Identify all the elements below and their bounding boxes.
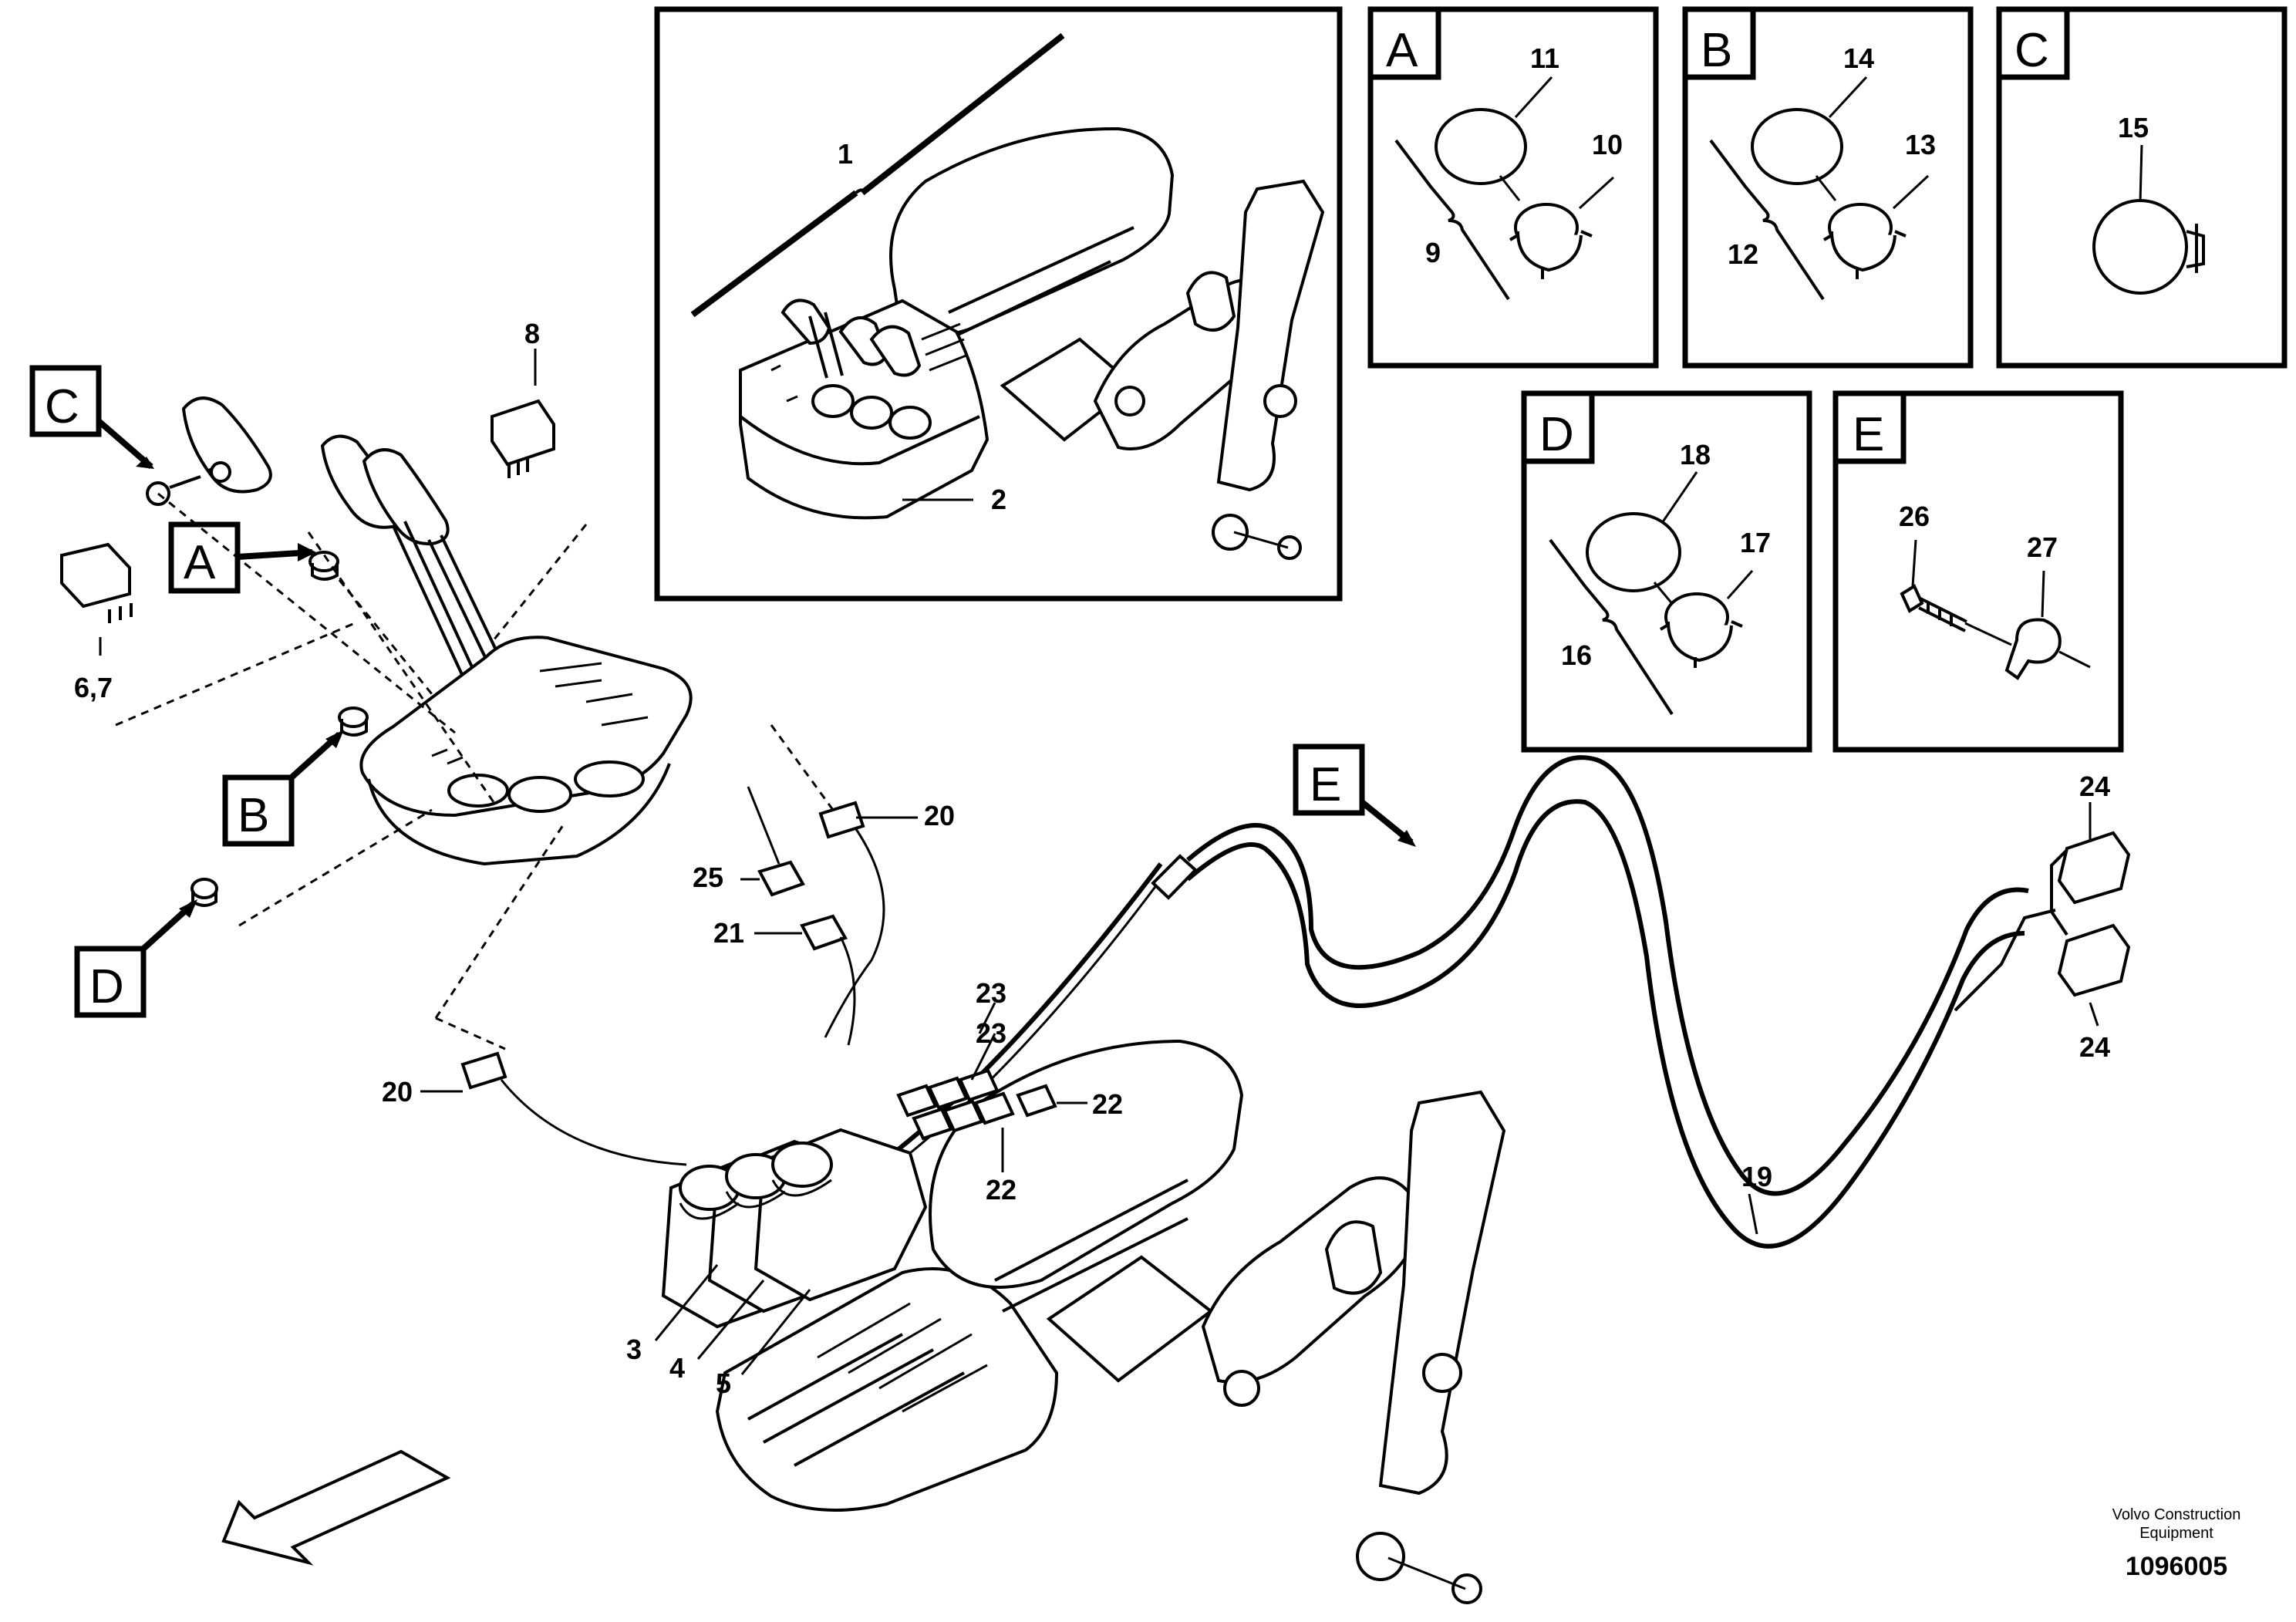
detail-b: B 14 13 12 (1682, 6, 1974, 369)
callout-22-bottom: 22 (986, 1174, 1017, 1206)
svg-text:D: D (89, 960, 124, 1013)
callout-6-7: 6,7 (74, 672, 113, 703)
callout-24-top: 24 (2079, 771, 2110, 802)
credit-line-2: Equipment (2139, 1525, 2213, 1542)
detail-letter-e: E (1853, 408, 1884, 461)
callout-19: 19 (1741, 1161, 1772, 1192)
callout-4: 4 (669, 1352, 685, 1384)
detail-letter-b: B (1701, 24, 1732, 77)
callout-25: 25 (693, 862, 723, 893)
svg-text:A: A (184, 536, 216, 589)
detail-e: E 26 27 (1832, 390, 2124, 753)
detail-letter-c: C (2014, 24, 2049, 77)
drawing-number: 1096005 (2126, 1552, 2227, 1581)
svg-text:B: B (238, 789, 269, 842)
svg-text:E: E (1310, 758, 1341, 811)
callout-16: 16 (1561, 639, 1592, 671)
callout-3: 3 (626, 1334, 642, 1365)
detail-a: A 11 10 9 (1367, 6, 1659, 369)
detail-c: C 15 (1996, 6, 2288, 369)
callout-24-bottom: 24 (2079, 1031, 2110, 1063)
callout-17: 17 (1740, 527, 1771, 558)
callout-21: 21 (713, 917, 744, 949)
callout-23-bottom: 23 (976, 1017, 1006, 1049)
exploded-view: C A B D 8 6,7 (29, 318, 2131, 1604)
callout-8: 8 (524, 318, 540, 349)
callout-22-right: 22 (1092, 1088, 1123, 1120)
label-box-e (1293, 744, 1365, 816)
callout-1: 1 (838, 138, 853, 170)
detail-d: D 18 17 16 (1521, 390, 1812, 753)
label-box-d (74, 946, 147, 1018)
callout-12: 12 (1728, 238, 1758, 270)
detail-letter-a: A (1386, 24, 1418, 77)
inset-overview: 2 1 (654, 6, 1343, 602)
callout-13: 13 (1905, 129, 1936, 160)
callout-26: 26 (1899, 501, 1930, 532)
callout-9: 9 (1425, 237, 1441, 268)
label-box-b (222, 774, 295, 847)
callout-18: 18 (1680, 439, 1711, 470)
svg-text:C: C (45, 380, 79, 433)
credit-block: Volvo Construction Equipment 1096005 (2112, 1506, 2241, 1581)
callout-27: 27 (2027, 531, 2058, 563)
callout-11: 11 (1530, 42, 1559, 74)
credit-line-1: Volvo Construction (2112, 1506, 2241, 1523)
callout-10: 10 (1592, 129, 1623, 160)
label-box-c (29, 365, 102, 437)
callout-14: 14 (1843, 42, 1874, 74)
callout-15: 15 (2118, 112, 2149, 143)
callout-2: 2 (991, 484, 1006, 515)
label-box-a (168, 521, 241, 594)
detail-letter-d: D (1539, 408, 1574, 461)
callout-23-top: 23 (976, 977, 1006, 1009)
callout-5: 5 (716, 1367, 731, 1399)
callout-20-bottom: 20 (382, 1076, 413, 1108)
direction-arrow (221, 1449, 451, 1566)
callout-20-top: 20 (924, 800, 955, 831)
